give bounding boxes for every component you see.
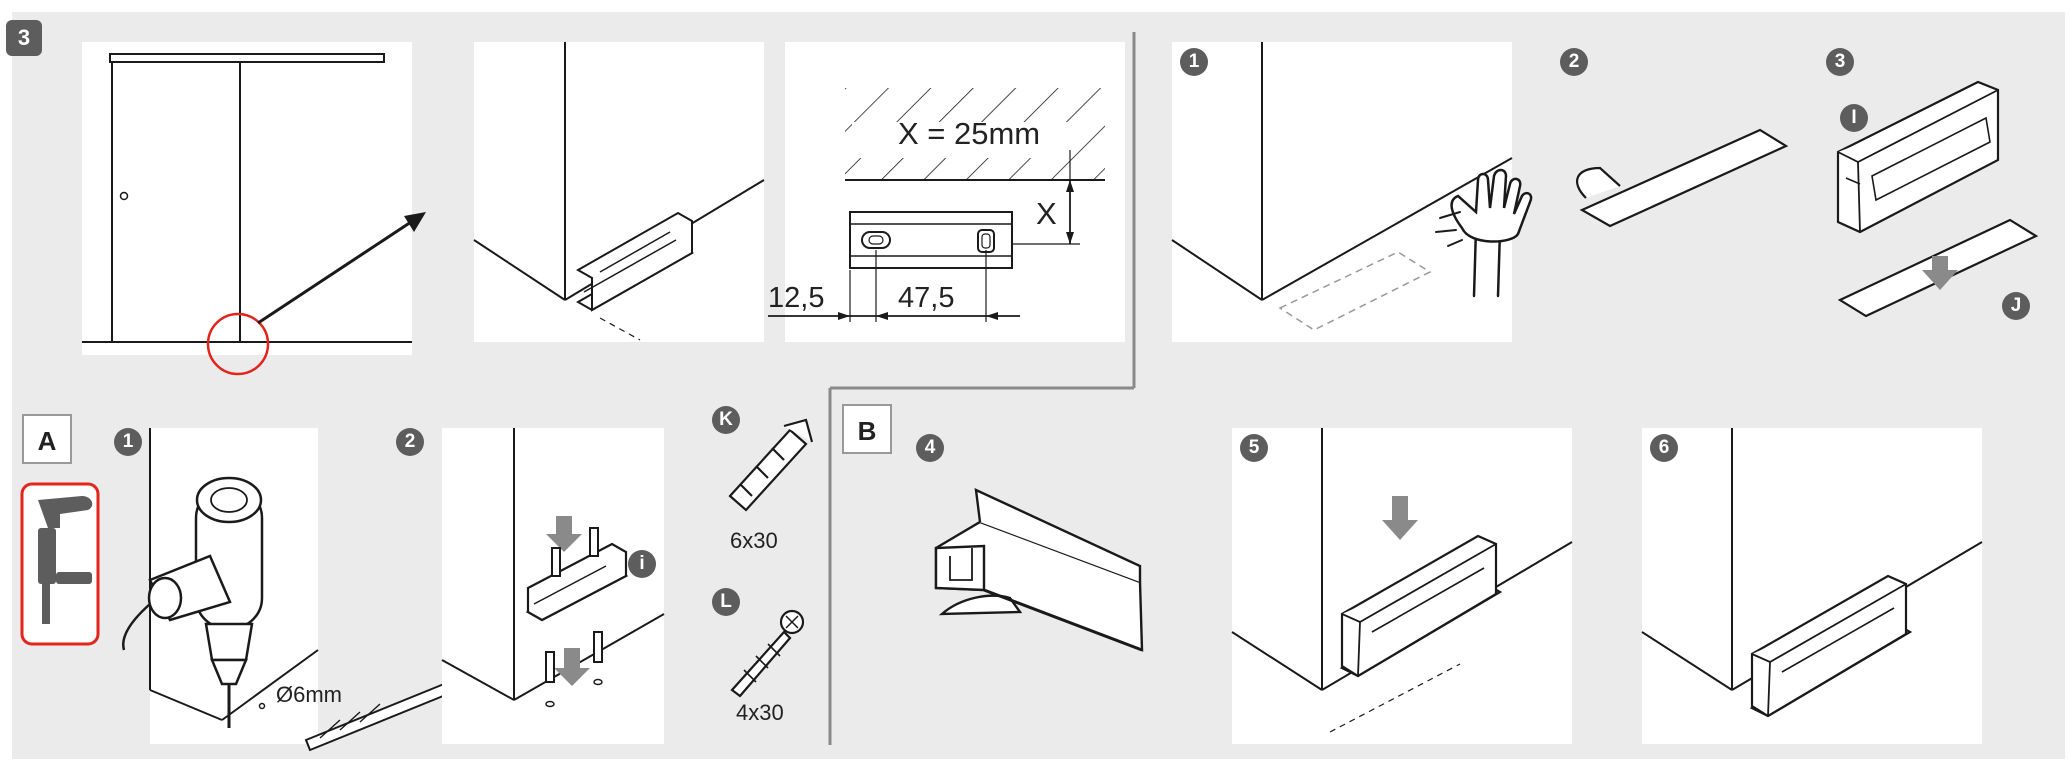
- drill-tool-icon: [38, 496, 93, 624]
- drill-size-label: Ø6mm: [276, 682, 342, 707]
- part-i-small-badge: i: [628, 550, 656, 578]
- part-i-badge: I: [1840, 104, 1868, 132]
- down-arrow-icon: [554, 648, 590, 686]
- detail-arrow-icon: [404, 212, 426, 232]
- guide-exploded-view: [525, 542, 629, 622]
- drill-illustration: [121, 476, 264, 728]
- down-arrow-icon: [1922, 256, 1958, 290]
- top-step-1-badge: 1: [1180, 48, 1208, 76]
- guide-top-view: [849, 211, 1013, 269]
- wall-dowel-icon: [728, 418, 814, 512]
- a-step-2-badge: 2: [396, 428, 424, 456]
- floor-guide-small: [575, 211, 695, 312]
- width-dimension-label: 47,5: [898, 282, 955, 314]
- step-badge: 3: [6, 20, 42, 56]
- section-a-label: A: [22, 414, 72, 464]
- floor-guide-highlight: [206, 312, 270, 376]
- glass-door: [111, 61, 241, 343]
- down-arrow-icon: [1382, 496, 1418, 540]
- down-arrow-icon: [546, 516, 582, 552]
- b-step-4-badge: 4: [916, 434, 944, 462]
- floor-guide-installed: [1749, 574, 1913, 718]
- x-marker-label: X: [1036, 196, 1057, 231]
- part-l-badge: L: [712, 588, 740, 616]
- a-step-1-badge: 1: [114, 428, 142, 456]
- top-step-3-badge: 3: [1826, 48, 1854, 76]
- height-dimension-label: X = 25mm: [898, 116, 1041, 151]
- dowel-size-label: 6x30: [730, 528, 778, 553]
- installed-guide-panel: [1642, 428, 1982, 744]
- screw-size-label: 4x30: [736, 700, 784, 725]
- section-b-label: B: [842, 404, 892, 454]
- floor-guide-placing: [1339, 534, 1503, 678]
- top-rail: [109, 53, 385, 63]
- dimension-label-bg: [852, 122, 1067, 158]
- adhesive-tape: [1575, 128, 1789, 228]
- wiping-hand-icon: [1435, 168, 1533, 298]
- screws-icon: [545, 527, 603, 683]
- top-step-2-badge: 2: [1560, 48, 1588, 76]
- part-j-badge: J: [2002, 292, 2030, 320]
- door-handle-icon: [119, 191, 129, 201]
- guide-with-backing: [934, 488, 1144, 652]
- b-step-6-badge: 6: [1650, 434, 1678, 462]
- guide-position-panel: [474, 42, 764, 342]
- part-k-badge: K: [712, 406, 740, 434]
- offset-dimension-label: 12,5: [768, 282, 825, 314]
- drill-tool-highlight: [20, 482, 100, 646]
- wood-screw-icon: [730, 609, 805, 698]
- b-step-5-badge: 5: [1240, 434, 1268, 462]
- clean-floor-panel: [1172, 42, 1512, 342]
